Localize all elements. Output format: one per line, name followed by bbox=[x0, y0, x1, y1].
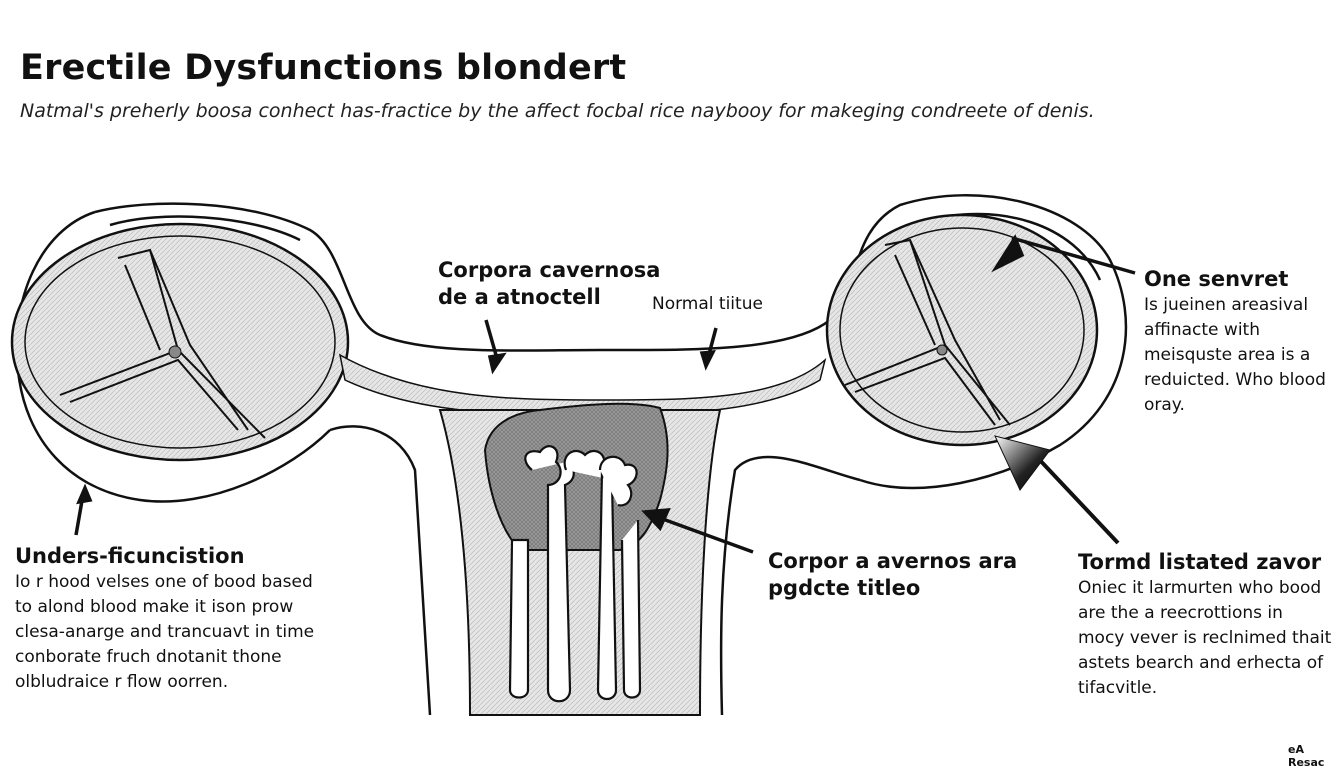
callout-top-right: One senvret Is jueinen areasival affinac… bbox=[1144, 266, 1340, 418]
gradient-arrow bbox=[994, 435, 1120, 545]
left-cavernosa-cross-section bbox=[10, 222, 350, 462]
label-corpora-bottom-line1: Corpor a avernos ara bbox=[768, 549, 1018, 573]
label-corpora-cavernosa-bottom: Corpor a avernos ara pgdcte titleo bbox=[768, 548, 1017, 602]
callout-bottom-right: Tormd listated zavor Oniec it larmurten … bbox=[1078, 549, 1340, 701]
callout-top-right-body: Is jueinen areasival affinacte with meis… bbox=[1144, 295, 1326, 415]
label-normal-tissue: Normal tiitue bbox=[652, 294, 763, 314]
pointer-arrows bbox=[74, 234, 1136, 554]
callout-top-right-heading: One senvret bbox=[1144, 267, 1289, 291]
diagram-subtitle: Natmal's preherly boosa conhect has-frac… bbox=[20, 100, 1095, 122]
erectile-columns bbox=[508, 445, 642, 703]
callout-bottom-right-heading: Tormd listated zavor bbox=[1078, 550, 1322, 574]
callout-bottom-left: Unders-ficuncistion Io r hood velses one… bbox=[15, 543, 345, 695]
right-cavernosa-cross-section bbox=[825, 213, 1099, 447]
callout-bottom-left-heading: Unders-ficuncistion bbox=[15, 544, 245, 568]
label-corpora-cavernosa-line1: Corpora cavernosa bbox=[438, 258, 661, 282]
callout-bottom-right-body: Oniec it larmurten who bood are the a re… bbox=[1078, 578, 1332, 698]
label-corpora-cavernosa-top: Corpora cavernosa de a atnoctell bbox=[438, 257, 660, 311]
callout-bottom-left-body: Io r hood velses one of bood based to al… bbox=[15, 572, 315, 692]
label-corpora-cavernosa-line2: de a atnoctell bbox=[438, 285, 601, 309]
diagram-title: Erectile Dysfunctions blondert bbox=[20, 48, 627, 88]
central-shaft bbox=[438, 402, 722, 716]
label-corpora-bottom-line2: pgdcte titleo bbox=[768, 576, 921, 600]
credit-watermark: eA Resac bbox=[1288, 743, 1325, 769]
